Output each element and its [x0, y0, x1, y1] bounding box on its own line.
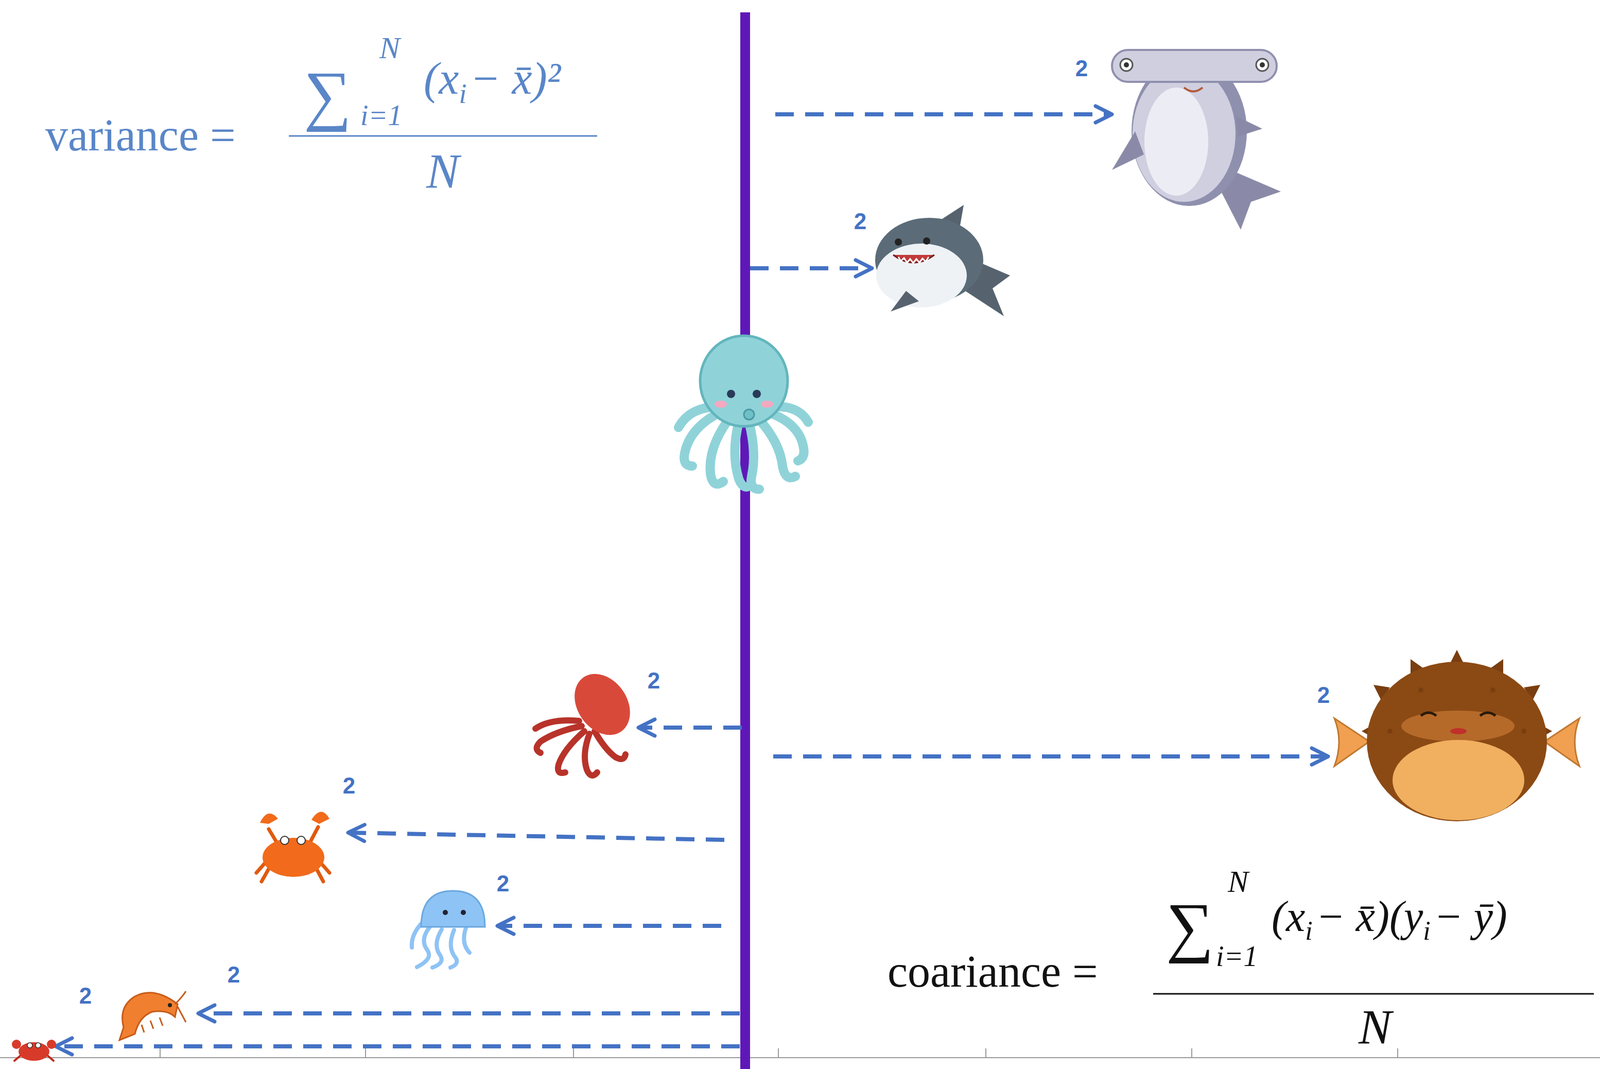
squid [535, 663, 642, 776]
fraction-bar [1153, 993, 1594, 995]
square-mark: 2 [79, 982, 92, 1010]
subscript: i [1422, 915, 1431, 946]
square-mark: 2 [342, 772, 356, 799]
numerator: (xi− x̄)(yi− ȳ) [1271, 891, 1508, 947]
square-mark: 2 [496, 870, 510, 897]
subscript: i [1305, 915, 1313, 946]
crab [256, 811, 330, 882]
lower-limit: i=1 [360, 98, 403, 132]
numerator-term: (x [423, 53, 459, 104]
subscript: i [458, 77, 467, 110]
octopus [678, 335, 809, 490]
hammerhead-shark [1111, 49, 1281, 230]
square-mark: 2 [647, 667, 660, 694]
numerator-term: − ȳ) [1433, 892, 1508, 941]
small-crab [11, 1039, 57, 1061]
denominator: N [426, 143, 460, 200]
sum-symbol: ∑ [303, 56, 352, 134]
shark [875, 204, 1011, 317]
denominator: N [1358, 998, 1392, 1056]
numerator-term: − x̄)² [470, 53, 561, 104]
numerator: (xi− x̄)² [423, 52, 561, 110]
upper-limit: N [379, 30, 400, 66]
upper-limit: N [1227, 863, 1249, 900]
pufferfish [1334, 649, 1580, 822]
shrimp [119, 990, 186, 1040]
jellyfish [411, 890, 485, 968]
numerator-term: − x̄)(y [1315, 892, 1423, 941]
square-mark: 2 [227, 961, 240, 988]
square-mark: 2 [1075, 55, 1088, 82]
square-mark: 2 [1317, 682, 1330, 709]
square-mark: 2 [854, 208, 867, 235]
mean-line [740, 12, 751, 1069]
fraction-bar [288, 135, 598, 137]
numerator-term: (x [1271, 892, 1306, 941]
formula-name: coariance = [887, 945, 1099, 998]
lower-limit: i=1 [1215, 939, 1258, 973]
formula-name: variance = [45, 109, 236, 162]
sum-symbol: ∑ [1166, 888, 1214, 966]
deviation-arrows [55, 114, 1329, 1047]
